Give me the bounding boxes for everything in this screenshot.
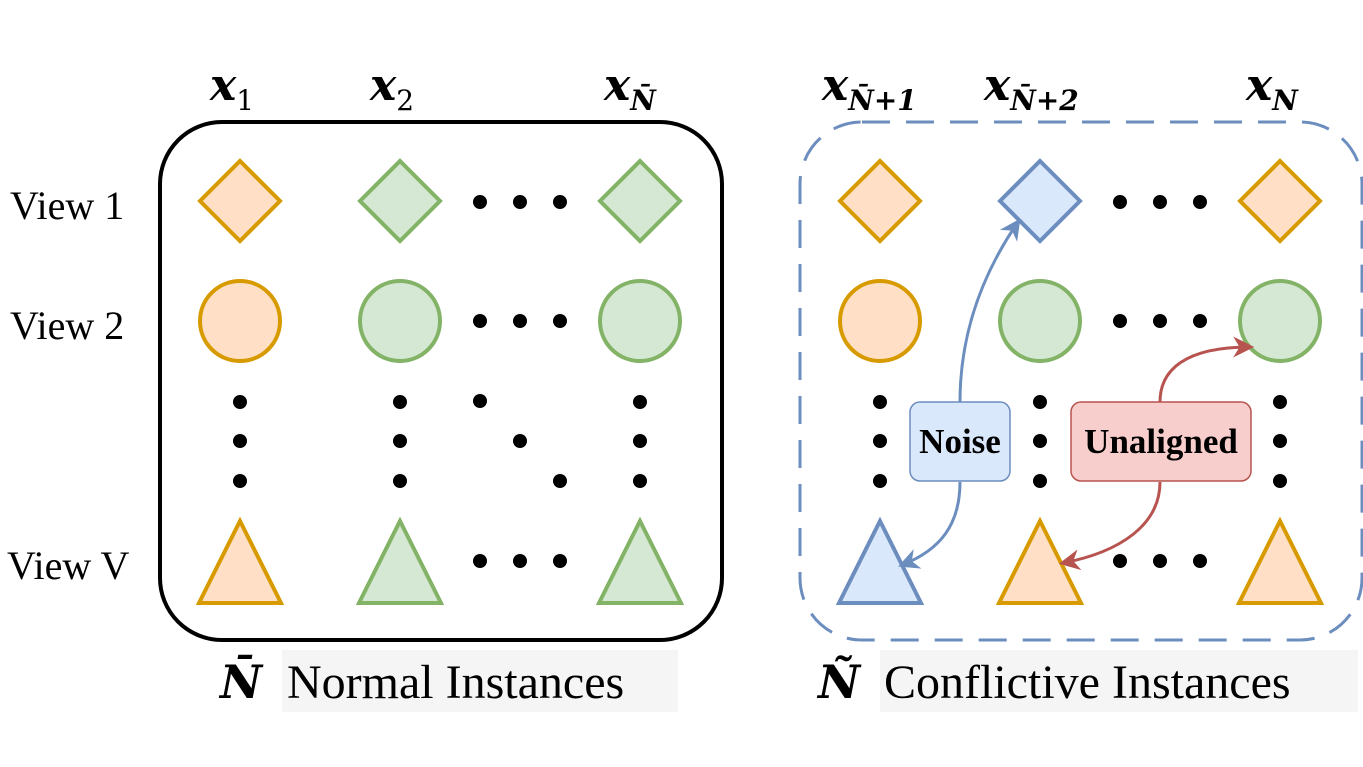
right-caption-symbol: Ñ xyxy=(816,654,862,709)
right-diamond-col3 xyxy=(1237,158,1323,244)
left-circle-col3 xyxy=(598,279,682,363)
row-label-view-2: View 2 xyxy=(10,303,124,348)
noise-label: Noise xyxy=(919,422,1001,461)
left-caption-bg xyxy=(282,650,678,712)
right-header-xnbar-plus-1: xN̄+1 xyxy=(821,60,917,117)
row-label-view-v: View V xyxy=(7,543,130,588)
right-circle-col1 xyxy=(838,279,922,363)
noise-arrow-down xyxy=(898,481,962,569)
row-label-view-1: View 1 xyxy=(10,183,124,228)
right-triangle-col3 xyxy=(1235,516,1325,605)
right-circle-col3-unaligned xyxy=(1238,279,1322,363)
noise-label-box xyxy=(909,401,1011,482)
left-diamond-col3 xyxy=(597,158,683,244)
right-header-xnbar-plus-2: xN̄+2 xyxy=(983,60,1079,117)
left-circle-col2 xyxy=(358,279,442,363)
left-triangle-col3 xyxy=(595,516,685,605)
normal-instances-box xyxy=(158,120,724,642)
left-diamond-col1 xyxy=(197,158,283,244)
right-diamond-col1 xyxy=(837,158,923,244)
left-ellipsis-dots xyxy=(233,195,647,568)
unaligned-arrow-up xyxy=(1158,336,1255,403)
left-caption-text: Normal Instances xyxy=(287,656,624,709)
right-caption-bg xyxy=(880,650,1358,712)
conflictive-instances-box xyxy=(798,120,1363,642)
right-header-xn: xN xyxy=(1245,60,1299,117)
left-diamond-col2 xyxy=(357,158,443,244)
left-triangle-col2 xyxy=(355,516,445,605)
right-ellipsis-dots xyxy=(873,195,1287,568)
left-circle-col1 xyxy=(198,279,282,363)
left-triangle-col1 xyxy=(195,516,285,605)
unaligned-arrow-down xyxy=(1058,481,1162,571)
left-header-xnbar: xN̄ xyxy=(603,60,657,117)
noise-arrow-up xyxy=(958,218,1021,403)
left-header-x2: x2 xyxy=(369,60,414,117)
left-header-x1: x1 xyxy=(209,60,254,117)
left-caption-symbol: N̄ xyxy=(218,654,264,709)
unaligned-label: Unaligned xyxy=(1084,422,1238,461)
right-caption-text: Conflictive Instances xyxy=(884,656,1291,709)
unaligned-label-box xyxy=(1070,401,1252,482)
right-circle-col2 xyxy=(998,279,1082,363)
